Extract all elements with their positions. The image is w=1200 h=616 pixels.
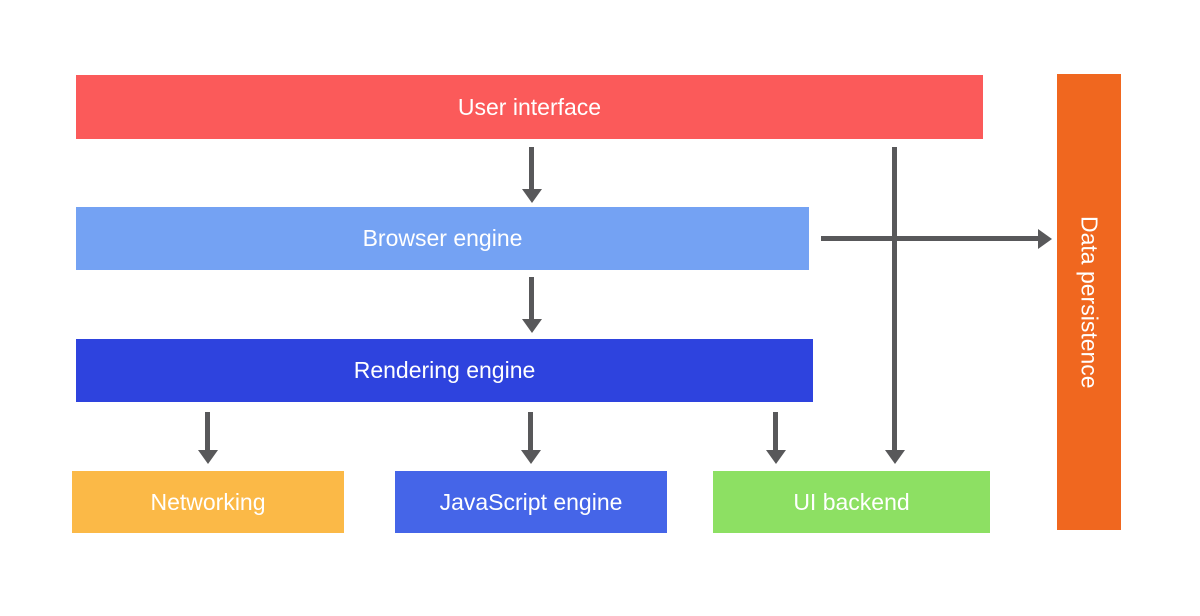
node-ui-backend-label: UI backend [793, 488, 910, 515]
node-data-persistence-label: Data persistence [1076, 215, 1103, 389]
node-javascript-engine-label: JavaScript engine [439, 488, 623, 515]
arrow-browser-engine-to-rendering-engine [529, 277, 534, 320]
node-data-persistence: Data persistence [1057, 74, 1121, 530]
node-browser-engine: Browser engine [76, 207, 809, 270]
node-ui-backend: UI backend [713, 471, 990, 533]
arrow-browser-engine-to-data-persistence [821, 236, 1039, 241]
arrow-rendering-engine-to-ui-backend [773, 412, 778, 451]
node-user-interface: User interface [76, 75, 983, 139]
node-rendering-engine-label: Rendering engine [353, 357, 536, 383]
node-user-interface-label: User interface [457, 93, 602, 120]
node-networking-label: Networking [150, 488, 266, 515]
arrow-rendering-engine-to-networking [205, 412, 210, 451]
node-rendering-engine: Rendering engine [76, 339, 813, 402]
node-javascript-engine: JavaScript engine [395, 471, 667, 533]
node-browser-engine-label: Browser engine [362, 225, 523, 251]
arrow-user-interface-to-ui-backend [892, 147, 897, 451]
arrow-rendering-engine-to-javascript-engine [528, 412, 533, 451]
arrow-user-interface-to-browser-engine [529, 147, 534, 190]
node-networking: Networking [72, 471, 344, 533]
